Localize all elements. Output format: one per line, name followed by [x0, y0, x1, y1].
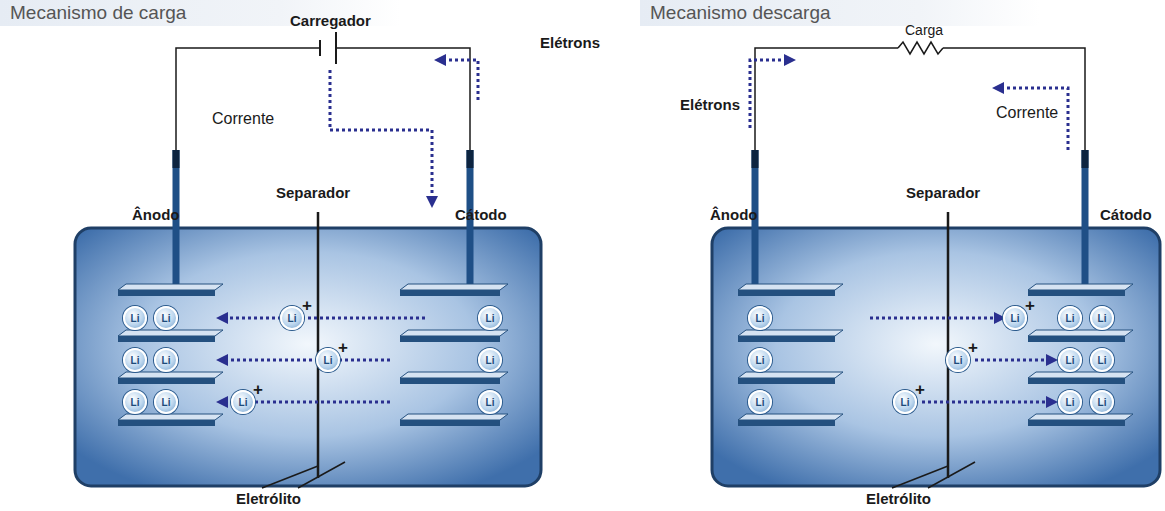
wire: [755, 48, 898, 150]
charger-symbol: [319, 40, 321, 56]
part-label: Cátodo: [455, 206, 507, 223]
ion-label: Li: [486, 397, 495, 408]
flow-arrows: [222, 60, 1068, 402]
lithium-ion: Li: [1090, 390, 1114, 414]
part-label: Eletrólito: [866, 490, 931, 507]
ion-label: Li: [756, 355, 765, 366]
ion-label: Li: [756, 397, 765, 408]
lithium-ion: Li: [1090, 348, 1114, 372]
leader-line: [262, 462, 975, 488]
ion-label: Li: [324, 355, 333, 366]
lithium-ion: Li: [1003, 306, 1027, 330]
charge-sign: +: [253, 380, 263, 400]
ion-label: Li: [131, 397, 140, 408]
charger-symbol: [335, 32, 337, 64]
wire: [176, 48, 320, 150]
ion-label: Li: [162, 355, 171, 366]
lithium-ion: Li: [123, 306, 147, 330]
lithium-ion: Li: [154, 306, 178, 330]
wire: [943, 48, 1085, 150]
lithium-ion: Li: [748, 348, 772, 372]
charge-sign: +: [302, 296, 312, 316]
component-label: Carregador: [290, 12, 371, 29]
ion-label: Li: [131, 313, 140, 324]
flow-label: Corrente: [212, 110, 274, 128]
lithium-ion: Li: [1058, 348, 1082, 372]
lithium-ion: Li: [154, 348, 178, 372]
lithium-ion: Li: [1058, 390, 1082, 414]
charge-sign: +: [968, 338, 978, 358]
ion-label: Li: [486, 355, 495, 366]
ion-label: Li: [954, 355, 963, 366]
flow-label: Corrente: [996, 104, 1058, 122]
rod-tip: [176, 150, 1085, 168]
lithium-ion: Li: [280, 306, 304, 330]
lithium-ion: Li: [231, 390, 255, 414]
part-label: Ânodo: [710, 206, 757, 223]
section-title: Mecanismo descarga: [650, 2, 831, 23]
charge-sign: +: [915, 380, 925, 400]
part-label: Cátodo: [1100, 206, 1152, 223]
separator: [317, 212, 320, 478]
lithium-ion: Li: [123, 390, 147, 414]
flow-label: Elétrons: [680, 96, 740, 113]
section-title: Mecanismo de carga: [10, 2, 186, 23]
lithium-ion: Li: [478, 348, 502, 372]
part-label: Separador: [276, 184, 350, 201]
lithium-ion: Li: [946, 348, 970, 372]
ion-label: Li: [901, 397, 910, 408]
ion-label: Li: [162, 397, 171, 408]
lithium-ion: Li: [1090, 306, 1114, 330]
ion-label: Li: [1066, 397, 1075, 408]
lithium-ion: Li: [316, 348, 340, 372]
ion-label: Li: [131, 355, 140, 366]
lithium-ion: Li: [748, 390, 772, 414]
section-tab: Mecanismo descarga: [640, 0, 1040, 26]
ion-label: Li: [1066, 355, 1075, 366]
lithium-ion: Li: [478, 390, 502, 414]
lithium-ion: Li: [478, 306, 502, 330]
charge-sign: +: [1025, 296, 1035, 316]
ion-label: Li: [1098, 355, 1107, 366]
ion-label: Li: [288, 313, 297, 324]
part-label: Ânodo: [132, 206, 179, 223]
ion-label: Li: [1098, 313, 1107, 324]
flow-label: Elétrons: [540, 34, 600, 51]
ion-label: Li: [162, 313, 171, 324]
ion-label: Li: [1066, 313, 1075, 324]
resistor-symbol: [898, 42, 943, 54]
wire: [336, 48, 470, 150]
lithium-ion: Li: [1058, 306, 1082, 330]
lithium-ion: Li: [893, 390, 917, 414]
ion-label: Li: [1098, 397, 1107, 408]
ion-label: Li: [1011, 313, 1020, 324]
lithium-ion: Li: [748, 306, 772, 330]
ion-label: Li: [486, 313, 495, 324]
electrode-rod: [176, 150, 1085, 290]
electrode-plates: [118, 284, 1133, 426]
ion-label: Li: [239, 397, 248, 408]
lithium-ion: Li: [123, 348, 147, 372]
component-label: Carga: [905, 22, 943, 38]
charge-sign: +: [338, 338, 348, 358]
cell-housing: [712, 228, 1160, 486]
lithium-ion: Li: [154, 390, 178, 414]
part-label: Eletrólito: [236, 490, 301, 507]
separator: [947, 212, 950, 478]
ion-label: Li: [756, 313, 765, 324]
part-label: Separador: [906, 184, 980, 201]
